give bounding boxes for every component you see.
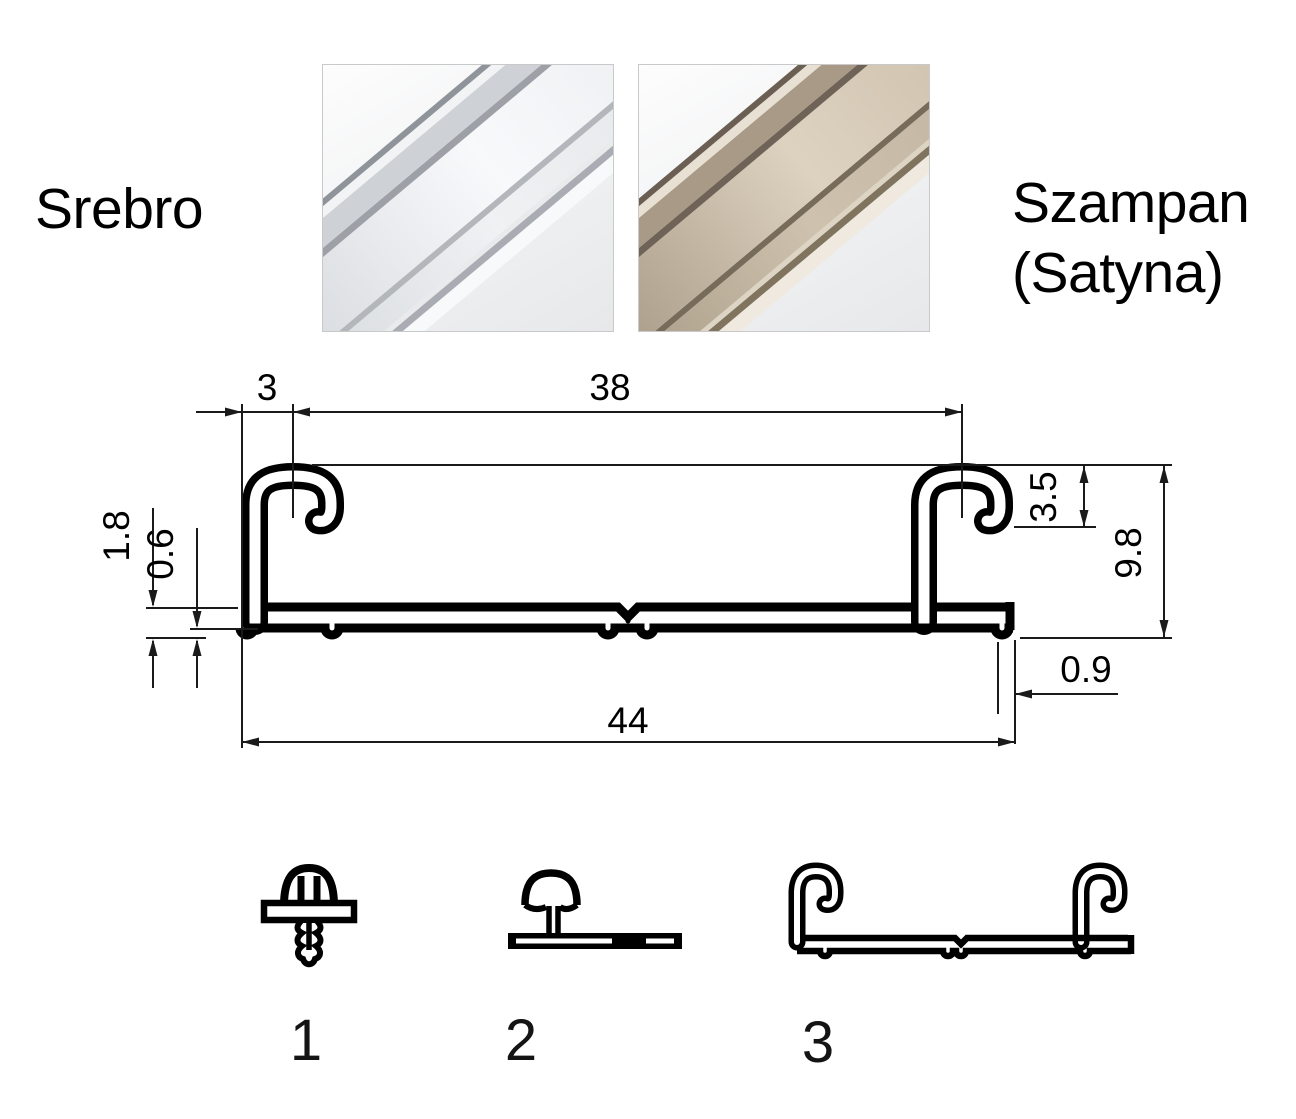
champagne-profile-render	[639, 65, 929, 331]
dim-label-0-9: 0.9	[1060, 649, 1111, 690]
dim-label-38: 38	[589, 367, 630, 408]
bottom-flange-line	[235, 623, 1014, 640]
profile-number-3: 3	[802, 1010, 834, 1075]
silver-profile-render	[323, 65, 613, 331]
profile-cross-section	[235, 463, 1015, 640]
icon2-dome	[521, 869, 581, 906]
product-photo-silver	[322, 64, 614, 332]
dim-label-3: 3	[257, 367, 278, 408]
icon2-neck	[546, 906, 561, 935]
dim-label-1-8: 1.8	[96, 510, 137, 561]
dim-label-3-5: 3.5	[1023, 471, 1064, 522]
web-top-line	[262, 602, 915, 624]
left-hook-hollow	[249, 470, 337, 628]
dim-label-9-8: 9.8	[1108, 527, 1149, 578]
icon3-bar-bottom	[797, 947, 1131, 960]
icon3-left-hook-hollow	[794, 868, 838, 945]
variant-label-champagne: Szampan (Satyna)	[1012, 168, 1250, 308]
product-photo-champagne	[638, 64, 930, 332]
icon1-dome	[280, 863, 338, 907]
dim-label-44: 44	[607, 700, 648, 741]
profile-icon-2	[508, 869, 682, 949]
icon3-right-hook-hollow	[1078, 868, 1122, 945]
dim-label-0-6: 0.6	[140, 528, 181, 579]
silver-bar	[323, 65, 613, 331]
icon2-dome-curls	[523, 902, 579, 913]
profile-icon-1	[260, 863, 358, 968]
profile-icon-3	[788, 862, 1135, 960]
profile-number-1: 1	[290, 1008, 322, 1073]
right-hook-hollow	[918, 470, 1006, 628]
dimension-lines	[146, 404, 1172, 748]
dimension-arrows	[148, 407, 1169, 747]
profile-number-2: 2	[505, 1008, 537, 1073]
variant-label-champagne-line1: Szampan	[1012, 171, 1250, 235]
variant-label-champagne-line2: (Satyna)	[1012, 241, 1224, 305]
champagne-bar	[639, 65, 929, 331]
variant-label-silver-text: Srebro	[35, 177, 204, 241]
icon3-bar-top	[805, 934, 1128, 949]
variant-label-silver: Srebro	[35, 174, 204, 244]
center-mark-dot	[625, 618, 631, 624]
